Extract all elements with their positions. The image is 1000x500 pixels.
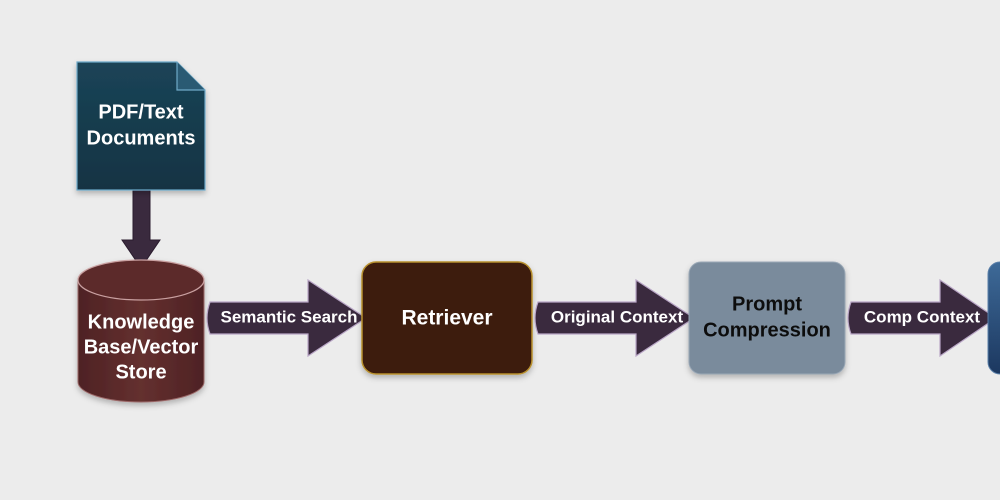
documents-node	[76, 61, 206, 191]
documents-label-line1: PDF/Text	[98, 101, 184, 123]
original-context-arrow	[534, 278, 696, 358]
retriever-label: Retriever	[401, 307, 492, 330]
prompt-compression-node	[688, 261, 846, 375]
next-node-partial	[987, 261, 1000, 375]
documents-to-kb-arrow	[121, 189, 161, 269]
kb-label-line2: Base/Vector	[84, 336, 199, 358]
cylinder-body	[77, 279, 205, 403]
documents-label-line2: Documents	[87, 127, 196, 149]
semantic-search-label: Semantic Search	[220, 307, 357, 326]
prompt-compression-label-line2: Compression	[703, 319, 831, 341]
knowledge-base-node	[77, 259, 205, 403]
cylinder-top	[77, 259, 205, 301]
kb-label-line1: Knowledge	[88, 311, 195, 333]
prompt-compression-label-line1: Prompt	[732, 293, 802, 315]
document-shape	[76, 61, 206, 191]
comp-context-arrow	[847, 278, 998, 358]
retriever-node	[361, 261, 533, 375]
comp-context-label: Comp Context	[864, 307, 981, 326]
document-fold	[176, 62, 205, 91]
semantic-search-arrow	[206, 278, 368, 358]
kb-label-line3: Store	[115, 361, 166, 383]
original-context-label: Original Context	[551, 307, 684, 326]
